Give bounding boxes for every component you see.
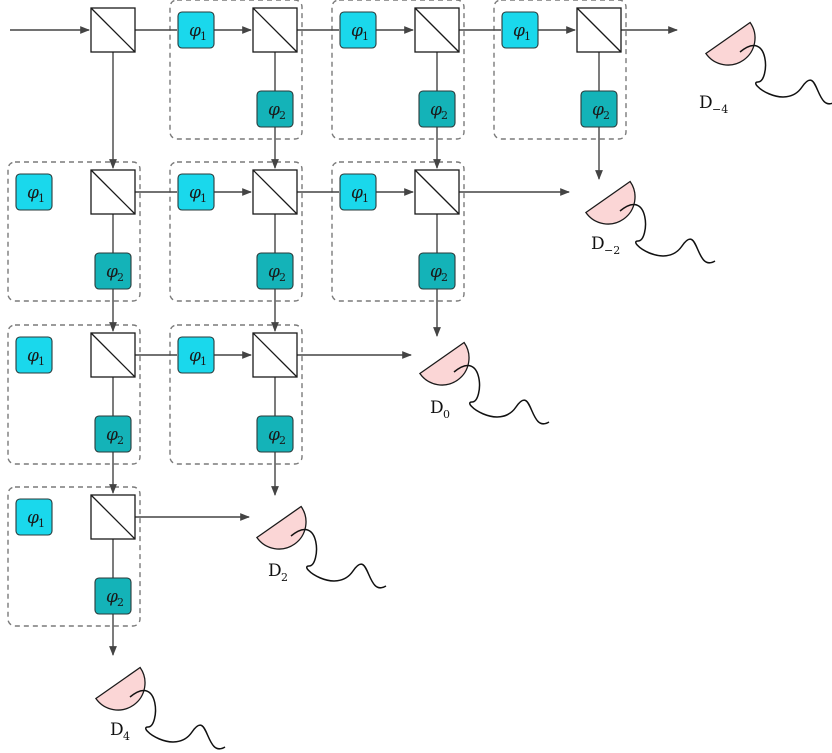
phase-subscript: 1: [38, 355, 45, 368]
unit-cell-group: [169, 161, 303, 302]
detector-cable: [619, 203, 716, 264]
unit-cell-groups: [7, 0, 627, 627]
phase-symbol: φ: [189, 346, 201, 366]
phase-subscript: 2: [117, 434, 124, 447]
phase-symbol: φ: [513, 21, 525, 41]
phase-subscript: 2: [117, 271, 124, 284]
unit-cell-group: [169, 324, 303, 465]
phase-symbol: φ: [189, 183, 201, 203]
phase-symbol: φ: [106, 262, 118, 282]
detector-subscript: 2: [281, 571, 288, 584]
phase-symbol: φ: [268, 262, 280, 282]
detector-label: D: [430, 398, 444, 418]
phase-symbol: φ: [430, 262, 442, 282]
detector: D−4: [699, 21, 832, 116]
detector-cable: [739, 44, 832, 105]
phase-subscript: 2: [441, 109, 448, 122]
unit-cell-group: [7, 324, 141, 465]
phase-subscript: 2: [279, 271, 286, 284]
detector-subscript: 4: [123, 730, 130, 743]
phase-symbol: φ: [189, 21, 201, 41]
detector-label: D: [268, 561, 282, 581]
phase-subscript: 1: [200, 30, 207, 43]
phase-symbol: φ: [268, 425, 280, 445]
phase-subscript: 1: [200, 192, 207, 205]
unit-cell-group: [493, 0, 627, 140]
phase-subscript: 2: [117, 596, 124, 609]
unit-cell-group: [7, 161, 141, 302]
phase-subscript: 2: [279, 109, 286, 122]
detector: D−2: [584, 180, 716, 264]
phase-subscript: 1: [524, 30, 531, 43]
phase-subscript: 1: [38, 517, 45, 530]
beam-splitter: [414, 7, 460, 53]
unit-cell-group: [331, 161, 465, 302]
phase-symbol: φ: [268, 100, 280, 120]
detector-cable: [453, 364, 550, 425]
detector-label: D: [699, 93, 713, 113]
phase-subscript: 2: [279, 434, 286, 447]
phase-subscript: 1: [200, 355, 207, 368]
phase-symbol: φ: [351, 183, 363, 203]
detector-subscript: 0: [443, 408, 450, 421]
phase-symbol: φ: [592, 100, 604, 120]
beam-splitter: [90, 494, 136, 540]
phase-symbol: φ: [351, 21, 363, 41]
phase-symbol: φ: [27, 508, 39, 528]
phase-subscript: 1: [362, 30, 369, 43]
phase-subscript: 1: [38, 192, 45, 205]
phase-subscript: 2: [603, 109, 610, 122]
beam-splitter: [252, 332, 298, 378]
beam-splitter: [252, 7, 298, 53]
detector-subscript: −2: [604, 244, 620, 257]
phase-subscript: 2: [441, 271, 448, 284]
detector-subscript: −4: [712, 103, 728, 116]
beam-splitter: [90, 332, 136, 378]
phase-symbol: φ: [106, 587, 118, 607]
beam-splitter: [576, 7, 622, 53]
detector-label: D: [110, 720, 124, 740]
phase-subscript: 1: [362, 192, 369, 205]
phase-symbol: φ: [27, 346, 39, 366]
beam-splitter: [90, 169, 136, 215]
detector-label: D: [591, 234, 605, 254]
phase-symbol: φ: [27, 183, 39, 203]
beam-splitter: [252, 169, 298, 215]
unit-cell-group: [331, 0, 465, 140]
optical-paths: [10, 26, 678, 656]
phase-symbol: φ: [106, 425, 118, 445]
phase-symbol: φ: [430, 100, 442, 120]
unit-cell-group: [169, 0, 303, 140]
detector-cable: [129, 689, 226, 750]
beam-splitter: [414, 169, 460, 215]
unit-cell-group: [7, 486, 141, 627]
beam-splitter: [90, 7, 136, 53]
detector-cable: [290, 528, 387, 589]
